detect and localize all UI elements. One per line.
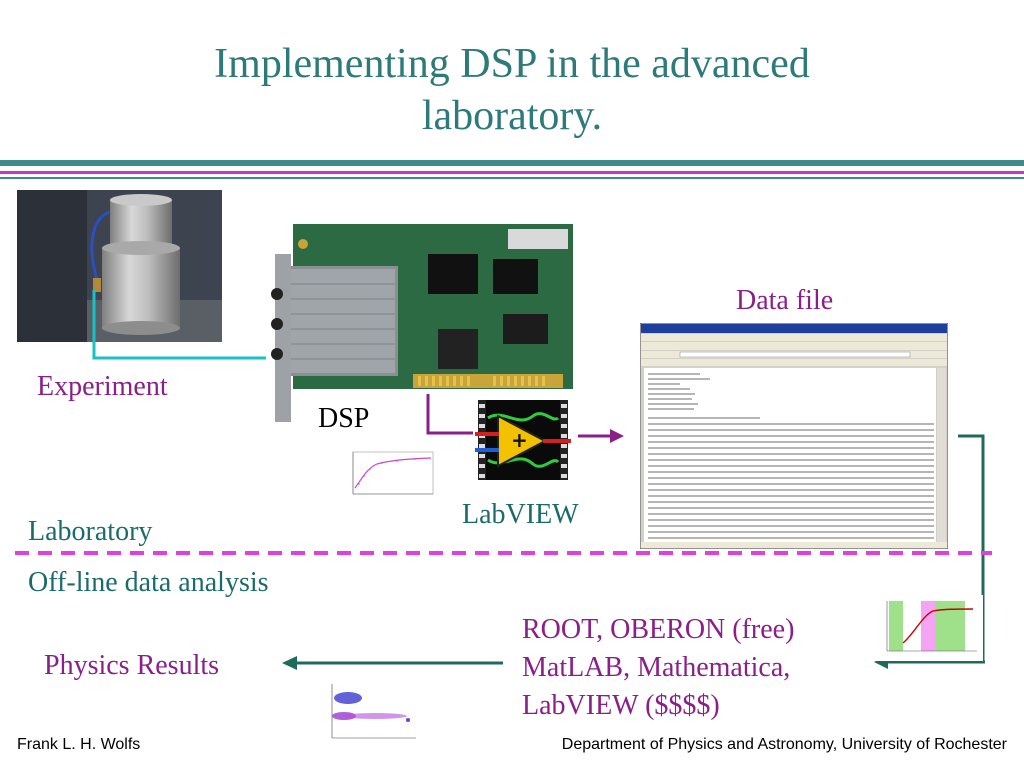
page-title: Implementing DSP in the advanced laborat… <box>0 38 1024 142</box>
detector-photo <box>17 190 222 342</box>
laboratory-label: Laboratory <box>28 516 153 547</box>
footer-department: Department of Physics and Astronomy, Uni… <box>561 736 1007 753</box>
title-rule-teal <box>0 160 1024 166</box>
software-line-1: ROOT, OBERON (free) <box>522 614 795 645</box>
data-file-label: Data file <box>736 285 834 316</box>
data-file-screenshot <box>639 322 949 550</box>
software-list: ROOT, OBERON (free) MatLAB, Mathematica,… <box>522 611 794 725</box>
offline-label: Off-line data analysis <box>28 567 269 598</box>
title-line-1: Implementing DSP in the advanced <box>214 41 810 87</box>
software-line-2: MatLAB, Mathematica, <box>522 652 791 683</box>
results-plot-thumbnail <box>320 676 420 746</box>
dsp-card-photo <box>263 214 585 422</box>
title-rule-teal-thin <box>0 177 1024 179</box>
labview-label: LabVIEW <box>462 499 579 530</box>
waveform-plot-thumbnail <box>337 440 437 508</box>
physics-results-label: Physics Results <box>44 650 220 681</box>
title-line-2: laboratory. <box>421 93 603 139</box>
lab-offline-divider <box>15 551 992 555</box>
labview-icon: + <box>473 398 573 482</box>
analysis-plot-thumbnail <box>873 595 983 661</box>
svg-text:+: + <box>511 428 528 452</box>
footer-author: Frank L. H. Wolfs <box>17 736 141 753</box>
title-rule-magenta <box>0 171 1024 174</box>
dsp-label: DSP <box>318 403 370 434</box>
software-line-3: LabVIEW ($$$$) <box>522 690 720 721</box>
experiment-label: Experiment <box>37 371 168 402</box>
